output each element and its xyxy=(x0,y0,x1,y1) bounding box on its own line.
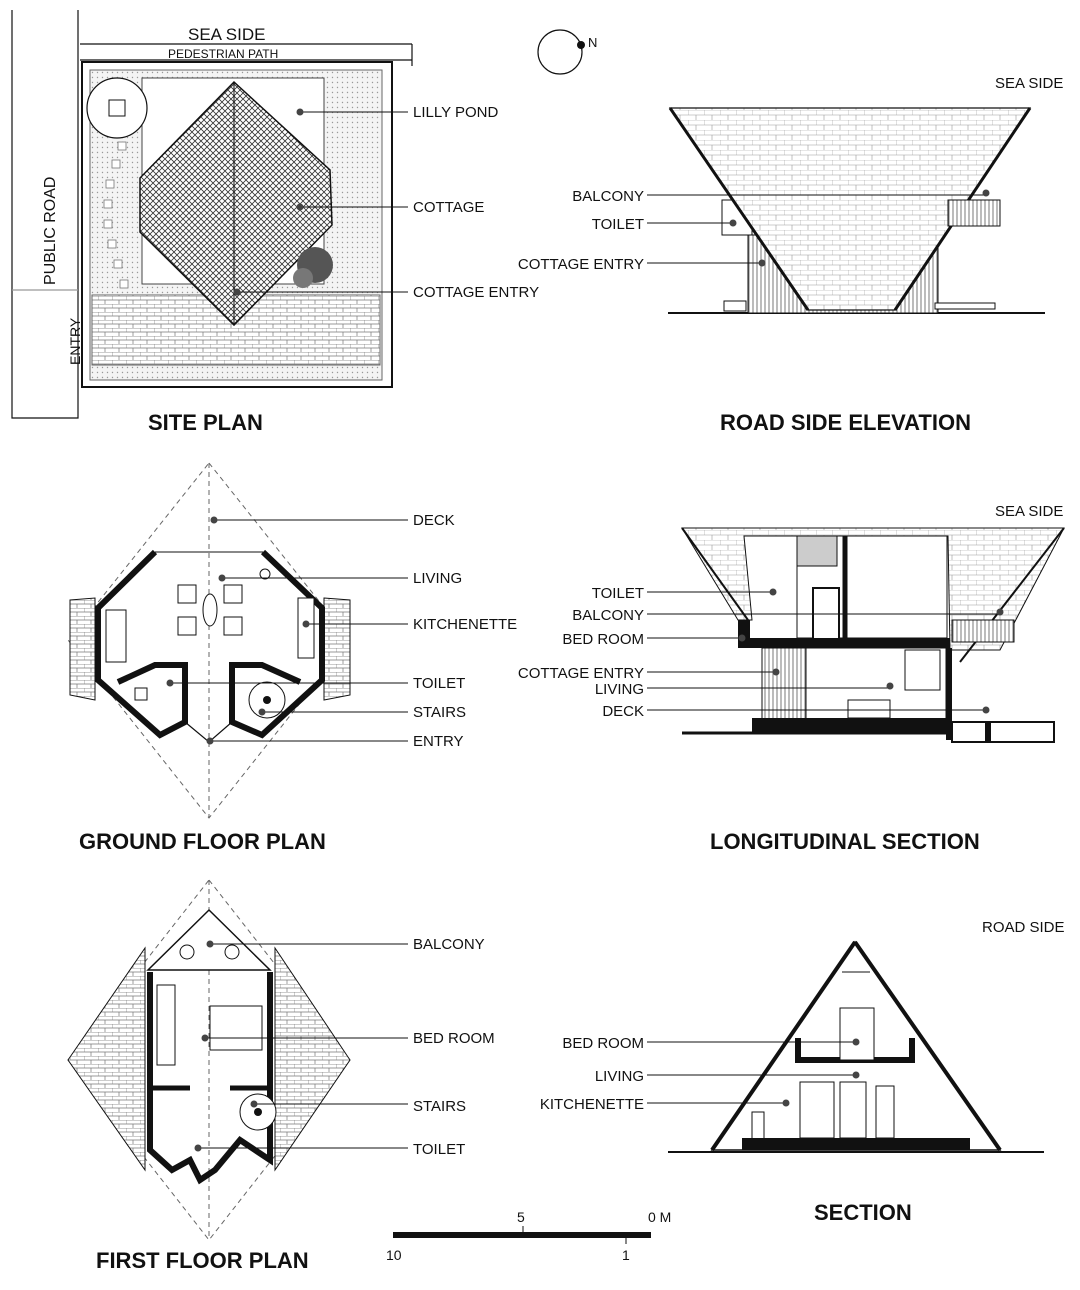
elevation-cottage-entry-label: COTTAGE ENTRY xyxy=(518,256,644,273)
first-floor-plan: BALCONY BED ROOM STAIRS TOILET FIRST FLO… xyxy=(67,879,495,1273)
sec-bed-room-label: BED ROOM xyxy=(562,1035,644,1052)
pedestrian-path-label: PEDESTRIAN PATH xyxy=(168,47,278,61)
longitudinal-section: SEA SIDE TOILET BALCONY BED xyxy=(518,503,1065,854)
site-plan-title: SITE PLAN xyxy=(148,410,263,435)
gf-toilet-label: TOILET xyxy=(413,675,465,692)
gf-stairs-label: STAIRS xyxy=(413,704,466,721)
ls-balcony-label: BALCONY xyxy=(572,607,644,624)
sec-kitchenette-label: KITCHENETTE xyxy=(540,1096,644,1113)
scale-label-0m: 0 M xyxy=(648,1209,671,1225)
site-entry-label: ENTRY xyxy=(67,317,83,365)
scale-label-5: 5 xyxy=(517,1209,525,1225)
ls-deck-label: DECK xyxy=(602,703,644,720)
public-road-label: PUBLIC ROAD xyxy=(42,177,59,285)
section-road-side-label: ROAD SIDE xyxy=(982,919,1065,936)
road-side-elevation-title: ROAD SIDE ELEVATION xyxy=(720,410,971,435)
site-plan: PUBLIC ROAD ENTRY SEA SIDE PEDESTRIAN PA… xyxy=(11,10,539,435)
ff-stairs-label: STAIRS xyxy=(413,1098,466,1115)
scale-bar: 5 0 M 10 1 xyxy=(386,1209,671,1263)
cottage-label: COTTAGE xyxy=(413,199,484,216)
ground-floor-plan-title: GROUND FLOOR PLAN xyxy=(79,829,326,854)
ls-cottage-entry-label: COTTAGE ENTRY xyxy=(518,665,644,682)
cross-section: ROAD SIDE BED ROOM LIVING KITCHENETTE SE… xyxy=(540,919,1065,1225)
compass-icon xyxy=(537,29,583,75)
ff-balcony-label: BALCONY xyxy=(413,936,485,953)
gf-deck-label: DECK xyxy=(413,512,455,529)
north-label: N xyxy=(588,35,597,50)
section-title: SECTION xyxy=(814,1200,912,1225)
gf-living-label: LIVING xyxy=(413,570,462,587)
site-cottage-entry-label: COTTAGE ENTRY xyxy=(413,284,539,301)
longitudinal-section-title: LONGITUDINAL SECTION xyxy=(710,829,980,854)
elevation-sea-side-label: SEA SIDE xyxy=(995,75,1063,92)
gf-kitchenette-label: KITCHENETTE xyxy=(413,616,517,633)
ff-toilet-label: TOILET xyxy=(413,1141,465,1158)
ground-floor-plan: DECK LIVING KITCHENETTE TOILET STAIRS EN… xyxy=(67,462,517,854)
section-sea-side-label: SEA SIDE xyxy=(995,503,1063,520)
ls-living-label: LIVING xyxy=(595,681,644,698)
elevation-toilet-label: TOILET xyxy=(592,216,644,233)
sec-living-label: LIVING xyxy=(595,1068,644,1085)
first-floor-plan-title: FIRST FLOOR PLAN xyxy=(96,1248,309,1273)
elevation-balcony-label: BALCONY xyxy=(572,188,644,205)
scale-label-10: 10 xyxy=(386,1247,402,1263)
road-side-elevation: SEA SIDE BALCONY TOILET COTTAGE ENTRY RO… xyxy=(518,75,1064,435)
scale-label-1: 1 xyxy=(622,1247,630,1263)
north-compass: N xyxy=(537,29,597,75)
gf-entry-label: ENTRY xyxy=(413,733,464,750)
sea-side-label: SEA SIDE xyxy=(188,25,265,44)
ff-bed-room-label: BED ROOM xyxy=(413,1030,495,1047)
ls-bed-room-label: BED ROOM xyxy=(562,631,644,648)
ls-toilet-label: TOILET xyxy=(592,585,644,602)
lily-pond-label: LILLY POND xyxy=(413,104,498,121)
